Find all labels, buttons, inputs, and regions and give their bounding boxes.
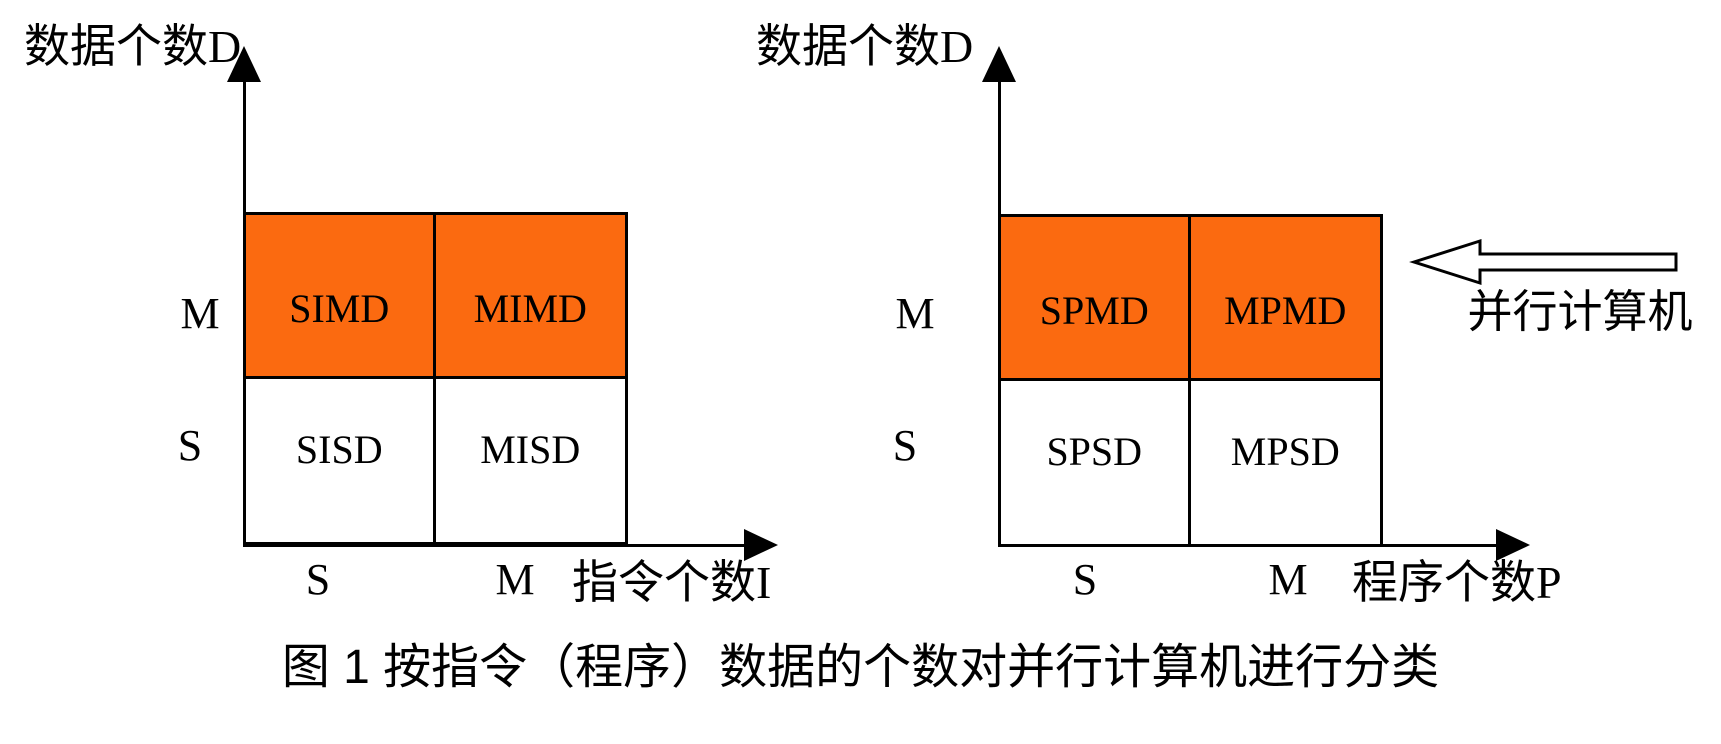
left-classification-grid: SIMD MIMD SISD MISD: [243, 212, 628, 545]
left-row-label-m: M: [180, 289, 220, 338]
right-y-axis-up-arrow-icon: [982, 46, 1016, 82]
right-row-label-s: S: [892, 421, 918, 470]
left-row-label-s: S: [177, 421, 203, 470]
left-y-axis-label: 数据个数D: [24, 21, 242, 72]
right-classification-grid: SPMD MPMD SPSD MPSD: [998, 214, 1383, 547]
cell-simd: SIMD: [246, 215, 436, 379]
parallel-computer-label: 并行计算机: [1467, 287, 1693, 337]
left-x-axis-label: 指令个数I: [572, 557, 772, 608]
left-x-axis-right-arrow-icon: [744, 529, 778, 561]
right-row-label-m: M: [895, 289, 935, 338]
left-y-axis-up-arrow-icon: [227, 46, 261, 82]
right-x-axis-label: 程序个数P: [1352, 557, 1562, 608]
cell-spsd: SPSD: [1001, 380, 1191, 544]
right-col-label-s: S: [1072, 555, 1098, 604]
left-hollow-arrow-icon: [1409, 238, 1678, 286]
right-col-label-m: M: [1268, 555, 1308, 604]
cell-mimd: MIMD: [435, 215, 625, 379]
cell-spmd: SPMD: [1001, 217, 1191, 381]
right-y-axis-label: 数据个数D: [756, 21, 974, 72]
left-col-label-m: M: [495, 555, 535, 604]
cell-misd: MISD: [435, 378, 625, 542]
right-x-axis-right-arrow-icon: [1496, 529, 1530, 561]
cell-mpmd: MPMD: [1190, 217, 1380, 381]
left-x-axis-line: [243, 544, 757, 547]
left-col-label-s: S: [305, 555, 331, 604]
cell-sisd: SISD: [246, 378, 436, 542]
right-x-axis-line: [998, 544, 1498, 547]
cell-mpsd: MPSD: [1190, 380, 1380, 544]
figure-caption: 图 1 按指令（程序）数据的个数对并行计算机进行分类: [281, 641, 1440, 694]
